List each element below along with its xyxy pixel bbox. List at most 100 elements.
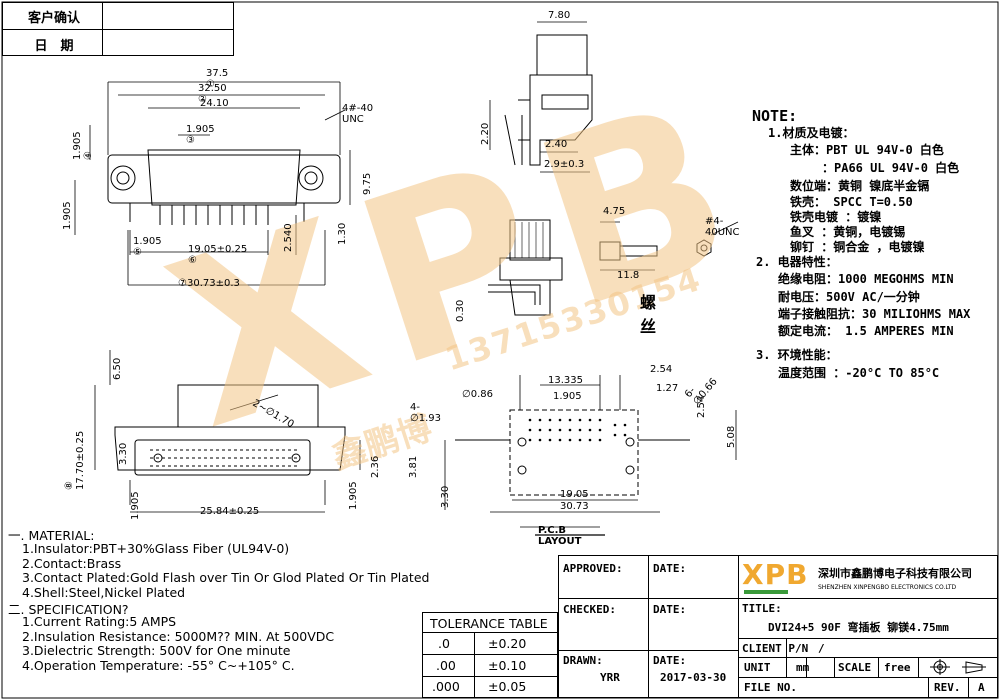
screw-nut	[696, 239, 712, 257]
tb-col-3	[786, 638, 787, 677]
dim-254b: 2.54	[696, 395, 707, 418]
side-shell	[536, 34, 588, 76]
note-fork: 鱼叉 ：黄铜，电镀锡	[790, 225, 906, 239]
dim-1905-b: 1.905	[348, 481, 359, 510]
tol-val-2: ±0.10	[488, 658, 527, 673]
tb-col-4	[806, 657, 807, 677]
client-pn-value: /	[818, 642, 825, 655]
header-col-divider	[102, 2, 103, 56]
tol-row-line-1	[422, 632, 558, 633]
drawn-label: DRAWN:	[563, 654, 603, 667]
client-pn-label: CLIENT P/N	[742, 642, 809, 655]
pcb-layout-label: P.C.B LAYOUT	[538, 525, 582, 547]
dim-3250: 32.50 ②	[198, 83, 227, 105]
logo-underline	[744, 590, 788, 594]
spec-line-3: 3.Dielectric Strength: 500V for One minu…	[22, 643, 291, 658]
note-pa66: ：PA66 UL 94V-0 白色	[822, 161, 960, 175]
dim-1770: ⑧ 17.70±0.25	[64, 430, 86, 490]
tol-key-3: .000	[432, 679, 460, 694]
dim-240: 2.40	[545, 139, 568, 150]
bottom-front-body	[114, 426, 346, 471]
dim-13335: 13.335	[548, 375, 583, 386]
material-line-4: 4.Shell:Steel,Nickel Plated	[22, 585, 186, 600]
tb-col-9	[968, 677, 969, 698]
tb-line-c	[738, 598, 998, 599]
note-iron-plating: 铁壳电镀 ：镀镍	[790, 210, 882, 224]
projection-symbol-icon	[930, 659, 986, 675]
date2-label: DATE:	[653, 603, 687, 616]
dim-1905-pcb2: 19.05	[560, 489, 589, 500]
tb-col-6	[878, 657, 879, 677]
pcb-pads	[528, 418, 627, 442]
tb-line-d	[738, 638, 998, 639]
dim-236: 2.36	[370, 455, 381, 478]
dim-1905-c: 1.905	[130, 491, 141, 520]
rev-value: A	[978, 681, 985, 694]
unit-label: UNIT	[744, 661, 771, 674]
tb-col-2	[738, 555, 739, 698]
tolerance-table	[422, 612, 558, 698]
pcb-holes	[517, 437, 635, 475]
dim-1905-4: 1.905 ④	[72, 131, 94, 160]
note-rivet: 铆钉 ：铜合金 ，电镀镍	[790, 240, 925, 254]
note-rated-current: 额定电流： 1.5 AMPERES MIN	[778, 324, 954, 338]
file-no-label: FILE NO.	[744, 681, 797, 694]
dim-975: 9.75	[362, 172, 373, 195]
note-temp: 温度范围 ：-20°C TO 85°C	[778, 366, 940, 380]
screw-thread	[619, 245, 658, 257]
date1-label: DATE:	[653, 562, 687, 575]
checked-label: CHECKED:	[563, 603, 616, 616]
tb-col-8	[928, 677, 929, 698]
material-line-2: 2.Contact:Brass	[22, 556, 122, 571]
note-section-1: 1.材质及电镀：	[768, 126, 855, 140]
note-section-2: 2. 电器特性：	[756, 255, 838, 269]
unit-value: mm	[796, 661, 810, 674]
front-flange	[107, 154, 341, 204]
dim-1905-5: 1.905 ⑤	[133, 236, 162, 258]
drawn-date: 2017-03-30	[660, 671, 727, 684]
spec-line-4: 4.Operation Temperature: -55° C~+105° C.	[22, 658, 295, 673]
material-heading: 一. MATERIAL:	[8, 528, 95, 543]
dim-1905-left: 1.905	[62, 201, 73, 230]
dim-381: 3.81	[408, 455, 419, 478]
dim-1905-pcb: 1.905	[553, 391, 582, 402]
dim-2584: 25.84±0.25	[200, 506, 260, 517]
dim-086: ∅0.86	[462, 389, 493, 400]
tol-key-1: .0	[438, 636, 450, 651]
pcb-outline	[509, 409, 639, 496]
dim-475: 4.75	[603, 206, 626, 217]
bottom-pin-rows	[150, 449, 300, 467]
dim-330a: 3.30	[118, 442, 129, 465]
tol-row-line-2	[422, 654, 558, 655]
scale-value: free	[884, 661, 911, 674]
screw-label: 螺丝	[640, 293, 657, 336]
note-pin: 数位端：黄铜 镍底半金镉	[790, 179, 930, 193]
header-divider	[2, 29, 234, 30]
dim-650: 6.50	[112, 357, 123, 380]
company-name-en: SHENZHEN XINPENGBO ELECTRONICS CO.LTD	[818, 584, 957, 591]
note-insulation: 绝缘电阻：1000 MEGOHMS MIN	[778, 272, 954, 286]
tol-val-1: ±0.20	[488, 636, 527, 651]
tol-row-line-3	[422, 676, 558, 677]
front-pins	[129, 203, 305, 225]
title-value: DVI24+5 90F 弯插板 铆镁4.75mm	[768, 621, 949, 634]
dim-193: 4-∅1.93	[410, 402, 441, 424]
tb-line-e	[738, 657, 998, 658]
tolerance-title: TOLERANCE TABLE	[430, 616, 548, 631]
dim-118: 11.8	[617, 270, 640, 281]
tb-col-7	[918, 657, 919, 677]
dim-508: 5.08	[726, 425, 737, 448]
spec-line-2: 2.Insulation Resistance: 5000M?? MIN. At…	[22, 629, 335, 644]
dim-330b: 3.30	[440, 485, 451, 508]
company-name-cn: 深圳市鑫鹏博电子科技有限公司	[818, 567, 972, 580]
dim-3073-7: ⑦30.73±0.3	[178, 278, 240, 289]
spec-heading: 二. SPECIFICATION?	[8, 602, 129, 617]
note-withstand: 耐电压：500V AC/一分钟	[778, 290, 920, 304]
approved-label: APPROVED:	[563, 562, 623, 575]
title-block	[558, 555, 998, 698]
dim-unc: 4#-40 UNC	[342, 103, 374, 125]
tol-val-3: ±0.05	[488, 679, 527, 694]
dim-375: 37.5 ①	[206, 68, 229, 90]
